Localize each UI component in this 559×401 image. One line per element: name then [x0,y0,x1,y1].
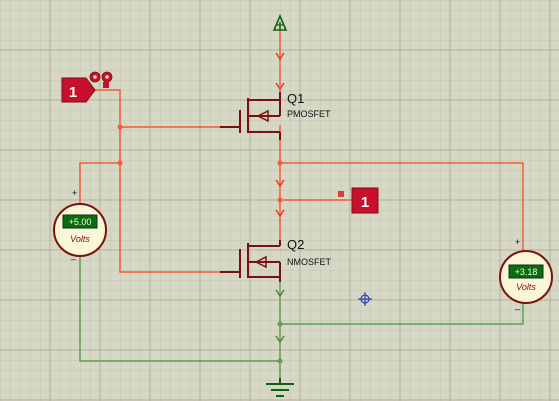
q1-pmosfet[interactable]: Q1 PMOSFET [220,91,331,140]
logic-probe-box [351,187,379,214]
up-triangle-icon [272,13,288,31]
crosshair-icon [358,292,372,306]
voltmeter-right-plus: + [515,237,520,247]
logic-state-value: 1 [69,84,77,101]
voltmeter-left-reading: +5.00 [69,217,92,227]
voltmeter-left-unit: Volts [70,234,90,244]
junction-dots [117,124,283,364]
q1-ref-label: Q1 [287,91,304,106]
q2-nmosfet[interactable]: Q2 NMOSFET [220,237,332,282]
voltmeter-left-body [53,203,107,257]
q1-type-label: PMOSFET [287,109,331,119]
wires-high[interactable] [79,30,524,273]
q2-ref-label: Q2 [287,237,304,252]
current-arrows-low [275,289,285,344]
voltmeter-left-minus: – [71,254,76,264]
voltmeter-right[interactable]: +3.18 Volts + – [499,237,553,314]
probe-indicator [338,191,344,197]
ground-icon [266,378,294,397]
logic-state-box [61,77,96,103]
voltmeter-left[interactable]: +5.00 Volts + – [53,188,107,264]
power-terminal[interactable] [272,13,288,31]
voltmeter-right-display [508,264,544,279]
q1-symbol [220,92,281,140]
ground-terminal[interactable] [266,378,294,397]
voltmeter-right-reading: +3.18 [515,267,538,277]
voltmeter-left-plus: + [72,188,77,198]
logic-state-input[interactable]: 1 [61,71,113,103]
logic-toggle-icon[interactable] [89,71,113,88]
voltmeter-right-minus: – [515,304,520,314]
q2-type-label: NMOSFET [287,257,332,267]
logic-probe-output[interactable]: 1 [338,187,379,214]
current-arrows-high [275,52,285,218]
logic-probe-value: 1 [361,194,369,211]
q2-symbol [220,240,281,282]
voltmeter-right-unit: Volts [516,282,536,292]
voltmeter-left-display [62,214,98,229]
